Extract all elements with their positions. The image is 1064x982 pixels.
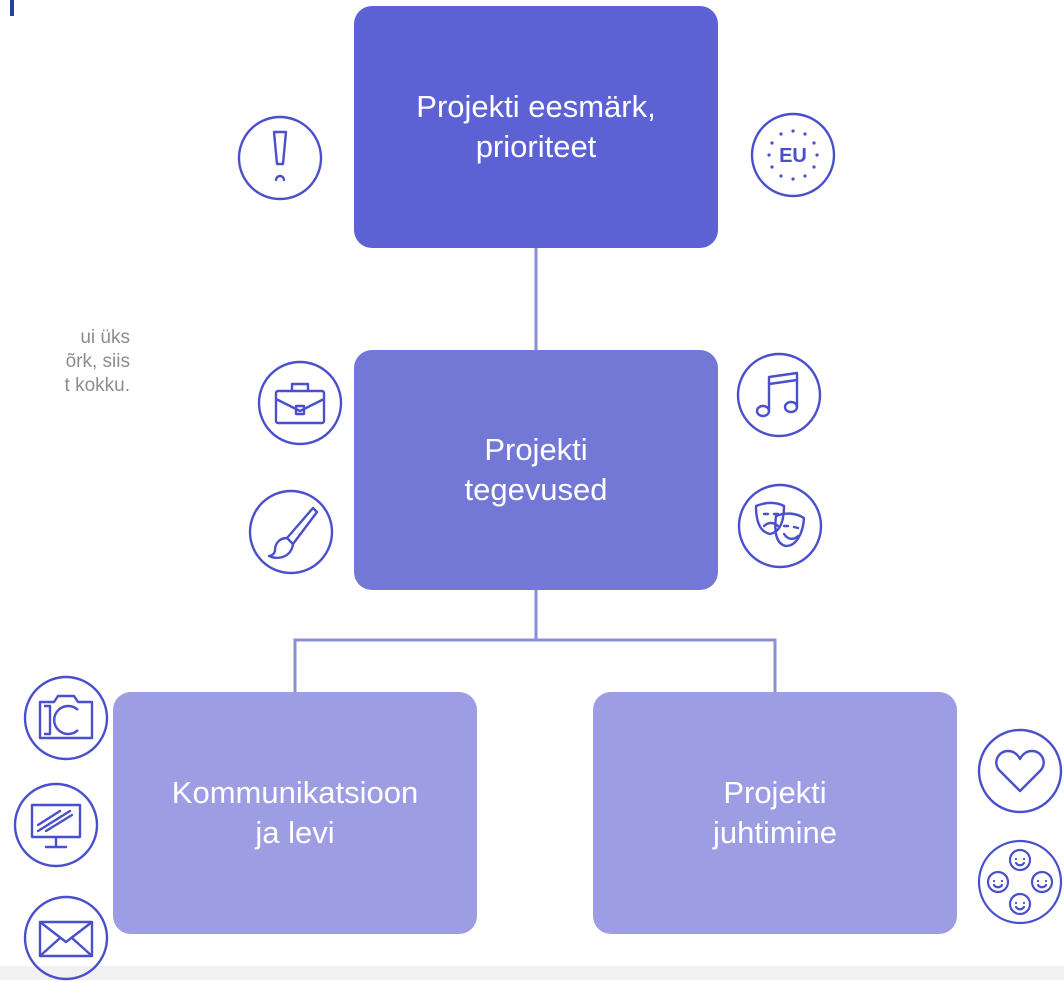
box-project-goal-label: Projekti eesmärk, prioriteet xyxy=(416,89,656,164)
box-communication-label: Kommunikatsioon ja levi xyxy=(171,775,419,850)
box-project-management-label: Projekti juhtimine xyxy=(712,775,838,850)
theater-masks-icon xyxy=(736,482,824,570)
briefcase-icon xyxy=(256,359,344,447)
side-text-fragment: ui üks õrk, siis t kokku. xyxy=(0,326,130,398)
paintbrush-icon xyxy=(247,488,335,576)
people-circle-icon xyxy=(976,838,1064,926)
envelope-icon xyxy=(22,894,110,982)
eu-stars-icon: EU xyxy=(749,111,837,199)
monitor-icon xyxy=(12,781,100,869)
box-project-management: Projekti juhtimine xyxy=(593,692,957,934)
corner-mark xyxy=(10,0,14,16)
side-text-line: õrk, siis xyxy=(65,351,130,372)
box-project-activities: Projekti tegevused xyxy=(354,350,718,590)
box-communication: Kommunikatsioon ja levi xyxy=(113,692,477,934)
side-text-line: t kokku. xyxy=(64,375,130,396)
connector-branch xyxy=(293,638,777,692)
bottom-shade xyxy=(0,966,1064,980)
exclamation-icon xyxy=(236,114,324,202)
eu-label: EU xyxy=(779,145,807,167)
heart-icon xyxy=(976,727,1064,815)
box-project-goal: Projekti eesmärk, prioriteet xyxy=(354,6,718,248)
side-text-line: ui üks xyxy=(80,327,130,348)
camera-icon xyxy=(22,674,110,762)
box-project-activities-label: Projekti tegevused xyxy=(464,432,608,507)
music-note-icon xyxy=(735,351,823,439)
